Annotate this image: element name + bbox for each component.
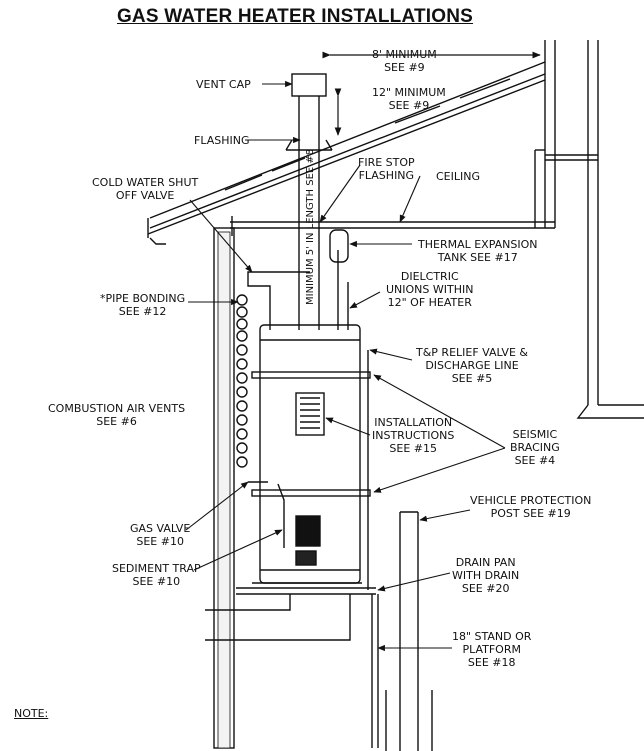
gas-valve-leader bbox=[185, 481, 249, 531]
seismic-leader-a bbox=[373, 374, 506, 449]
dielectric-leader bbox=[349, 291, 381, 309]
piping bbox=[205, 229, 369, 641]
vent-pipe bbox=[285, 73, 333, 330]
sediment-leader bbox=[193, 529, 283, 571]
note-heading: NOTE: bbox=[14, 707, 49, 720]
vent-cap-label: VENT CAP bbox=[196, 78, 251, 91]
ceiling-label: CEILING bbox=[436, 170, 480, 183]
pipe-bonding-coils bbox=[236, 294, 248, 468]
ceiling bbox=[230, 216, 555, 236]
vehicle-post bbox=[385, 511, 433, 751]
seismic-straps bbox=[251, 371, 371, 497]
vehicle-leader bbox=[419, 509, 471, 522]
installation-leader bbox=[325, 417, 371, 436]
building-wall bbox=[534, 40, 644, 419]
tp-relief-leader bbox=[369, 348, 413, 361]
seismic-leader-b bbox=[373, 447, 506, 493]
cold-water-leader bbox=[189, 199, 253, 273]
vent-length-text: MINIMUM 5' IN LENGTH SEE #8 bbox=[305, 149, 316, 305]
roof bbox=[147, 61, 546, 245]
drain-pan-leader bbox=[377, 572, 451, 592]
fire-stop-leader bbox=[319, 164, 361, 223]
platform bbox=[236, 582, 379, 748]
page-title: GAS WATER HEATER INSTALLATIONS bbox=[116, 6, 474, 27]
left-wall bbox=[213, 227, 235, 749]
flashing-label: FLASHING bbox=[194, 134, 250, 147]
water-heater-tank bbox=[259, 324, 361, 584]
ceiling-leader bbox=[399, 175, 421, 223]
